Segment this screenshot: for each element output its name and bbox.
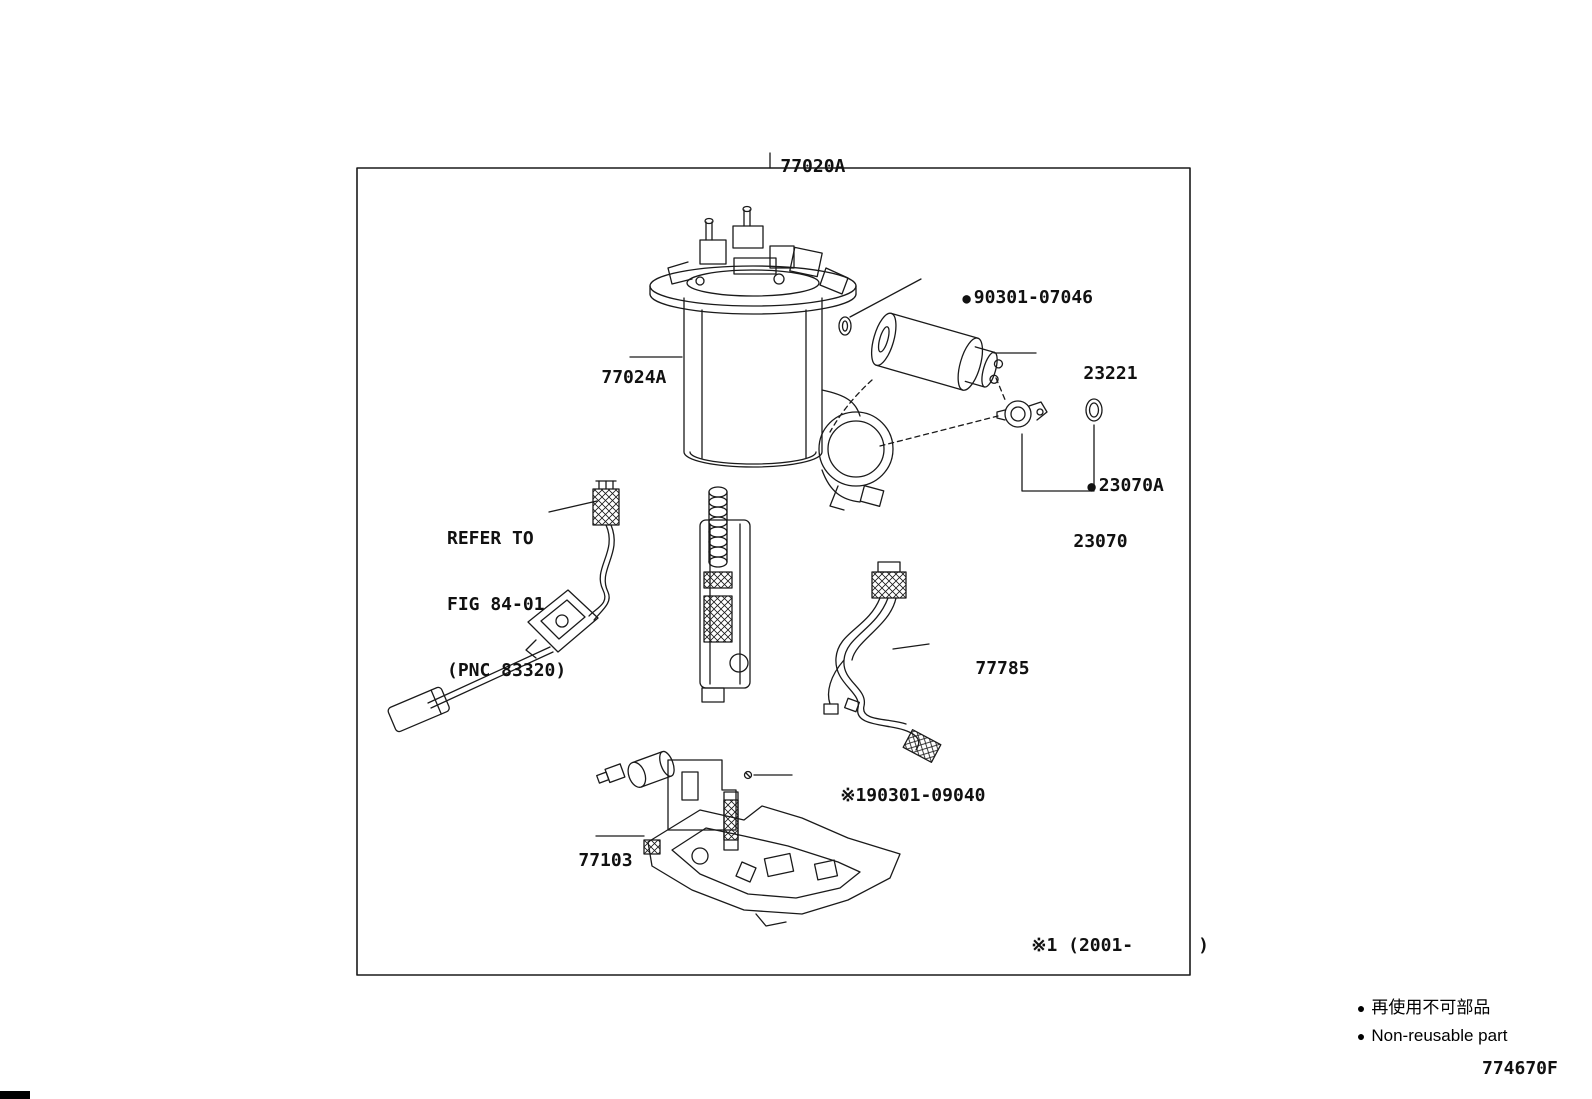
applicability-note: ※1 (2001- ): [1031, 935, 1209, 956]
non-reusable-bullet-icon: ●: [1356, 1000, 1366, 1016]
refer-note-line1: REFER TO: [447, 528, 534, 549]
regulator-gasket-drawing: [1085, 398, 1103, 422]
non-reusable-bullet-icon: ●: [1356, 1028, 1366, 1044]
leader-90301-07046: [849, 278, 922, 318]
screw-drawing: [743, 770, 753, 780]
reservoir-drawing: [683, 297, 894, 511]
label-regulator[interactable]: 23070: [1030, 512, 1128, 572]
legend-en: ● Non-reusable part: [1338, 1006, 1508, 1066]
support-column-drawing: [699, 486, 751, 703]
harness-drawing: [823, 561, 942, 763]
non-reusable-bullet-icon: ●: [1087, 479, 1096, 495]
top-plate-drawing: [649, 205, 857, 315]
refer-note: REFER TO FIG 84-01 (PNC 83320): [447, 484, 566, 726]
refer-note-line3: (PNC 83320): [447, 660, 567, 681]
part-number[interactable]: 90301-07046: [973, 287, 1094, 308]
part-number[interactable]: 23221: [1083, 363, 1138, 384]
refer-note-line2: FIG 84-01: [447, 594, 545, 615]
label-sub-tank[interactable]: 77103: [535, 831, 633, 891]
corner-artifact: [0, 1091, 30, 1099]
leader-77785: [892, 643, 930, 650]
label-fuel-pump[interactable]: 23221: [1040, 344, 1138, 404]
part-number[interactable]: 77020A: [780, 156, 846, 177]
leader-refer-note: [548, 500, 598, 513]
legend-jp-text: 再使用不可部品: [1371, 998, 1491, 1017]
non-reusable-bullet-icon: ●: [962, 291, 971, 307]
label-harness[interactable]: 77785: [932, 639, 1030, 699]
figure-code: 774670F: [1482, 1058, 1558, 1079]
note-ref-symbol: ※1: [840, 785, 867, 806]
diagram-frame: [356, 167, 1191, 976]
label-regulator-gasket[interactable]: ●23070A: [1044, 456, 1164, 517]
fuel-pump-drawing: [870, 312, 1004, 391]
part-number[interactable]: 23070: [1073, 531, 1128, 552]
label-assembly[interactable]: 77020A: [737, 137, 845, 197]
part-number[interactable]: 90301-09040: [866, 785, 986, 806]
pressure-regulator-drawing: [996, 400, 1048, 428]
part-number[interactable]: 77785: [975, 658, 1030, 679]
fuel-sender-drawing: [387, 480, 620, 733]
label-screw[interactable]: ※190301-09040: [797, 766, 986, 826]
label-pump-gasket[interactable]: ●90301-07046: [919, 268, 1093, 329]
bracket-23070: [1021, 424, 1095, 492]
label-reservoir[interactable]: 77024A: [558, 348, 666, 408]
pump-gasket-drawing: [838, 316, 852, 336]
legend-en-text: Non-reusable part: [1371, 1026, 1508, 1045]
legend-jp: ● 再使用不可部品: [1338, 978, 1490, 1038]
part-number[interactable]: 23070A: [1098, 475, 1164, 496]
sub-tank-drawing: [596, 750, 901, 927]
part-number[interactable]: 77024A: [601, 367, 667, 388]
part-number[interactable]: 77103: [578, 850, 633, 871]
